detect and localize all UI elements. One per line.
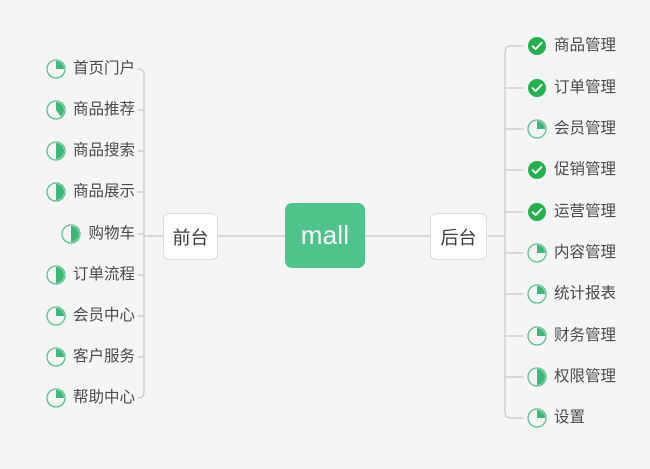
leaf-item-label: 首页门户	[72, 60, 135, 77]
leaf-item[interactable]: 首页门户	[46, 56, 135, 82]
leaf-item-label: 订单流程	[72, 266, 135, 283]
leaf-item[interactable]: 会员管理	[527, 116, 616, 142]
progress-pie-icon	[46, 306, 66, 326]
leaf-item-label: 客户服务	[72, 348, 135, 365]
progress-pie-icon	[527, 408, 547, 428]
progress-pie-icon	[527, 367, 547, 387]
check-circle-icon	[527, 36, 547, 56]
progress-pie-icon	[527, 326, 547, 346]
leaf-item-label: 商品搜索	[72, 142, 135, 159]
leaf-item-label: 权限管理	[554, 368, 617, 385]
leaf-item-label: 商品推荐	[72, 101, 135, 118]
branch-node-frontend[interactable]: 前台	[163, 213, 218, 260]
check-circle-icon	[527, 78, 547, 98]
progress-pie-icon	[61, 224, 82, 244]
leaf-item-label: 运营管理	[554, 203, 617, 220]
leaf-item-label: 设置	[554, 409, 586, 426]
progress-pie-icon	[46, 141, 66, 161]
progress-pie-icon	[46, 100, 66, 120]
leaf-item-label: 帮助中心	[72, 389, 135, 406]
leaf-item[interactable]: 订单管理	[527, 75, 616, 101]
leaf-item-label: 会员中心	[72, 307, 135, 324]
leaf-item-label: 促销管理	[554, 161, 617, 178]
check-circle-icon	[527, 160, 547, 180]
progress-pie-icon	[46, 182, 66, 202]
leaf-item-label: 商品展示	[72, 183, 135, 200]
leaf-item-label: 订单管理	[554, 79, 617, 96]
root-node-label: mall	[300, 220, 350, 250]
leaf-item[interactable]: 内容管理	[527, 240, 616, 266]
leaf-item[interactable]: 设置	[527, 405, 585, 431]
leaf-item[interactable]: 商品推荐	[46, 97, 135, 123]
leaf-item[interactable]: 购物车	[61, 221, 135, 247]
progress-pie-icon	[46, 265, 66, 285]
leaf-item[interactable]: 客户服务	[46, 344, 135, 370]
leaf-item[interactable]: 促销管理	[527, 157, 616, 183]
progress-pie-icon	[46, 59, 66, 79]
leaf-item[interactable]: 运营管理	[527, 199, 616, 225]
leaf-item-label: 财务管理	[554, 327, 617, 344]
leaf-item[interactable]: 财务管理	[527, 323, 616, 349]
progress-pie-icon	[527, 119, 547, 139]
leaf-item-label: 统计报表	[554, 285, 617, 302]
branch-node-frontend-label: 前台	[172, 227, 209, 248]
progress-pie-icon	[527, 243, 547, 263]
leaf-item[interactable]: 统计报表	[527, 281, 616, 307]
leaf-item[interactable]: 商品展示	[46, 179, 135, 205]
leaf-item[interactable]: 帮助中心	[46, 385, 135, 411]
progress-pie-icon	[46, 388, 66, 408]
leaf-item[interactable]: 权限管理	[527, 364, 616, 390]
progress-pie-icon	[46, 347, 66, 367]
leaf-item[interactable]: 商品搜索	[46, 138, 135, 164]
leaf-item-label: 内容管理	[554, 244, 617, 261]
branch-node-backend[interactable]: 后台	[430, 213, 487, 260]
root-node[interactable]: mall	[285, 203, 365, 268]
branch-node-backend-label: 后台	[440, 227, 477, 248]
check-circle-icon	[527, 202, 547, 222]
leaf-item-label: 购物车	[88, 225, 135, 242]
leaf-item-label: 商品管理	[554, 37, 617, 54]
leaf-item[interactable]: 订单流程	[46, 262, 135, 288]
leaf-item[interactable]: 商品管理	[527, 33, 616, 59]
leaf-item[interactable]: 会员中心	[46, 303, 135, 329]
leaf-item-label: 会员管理	[554, 120, 617, 137]
progress-pie-icon	[527, 284, 547, 304]
